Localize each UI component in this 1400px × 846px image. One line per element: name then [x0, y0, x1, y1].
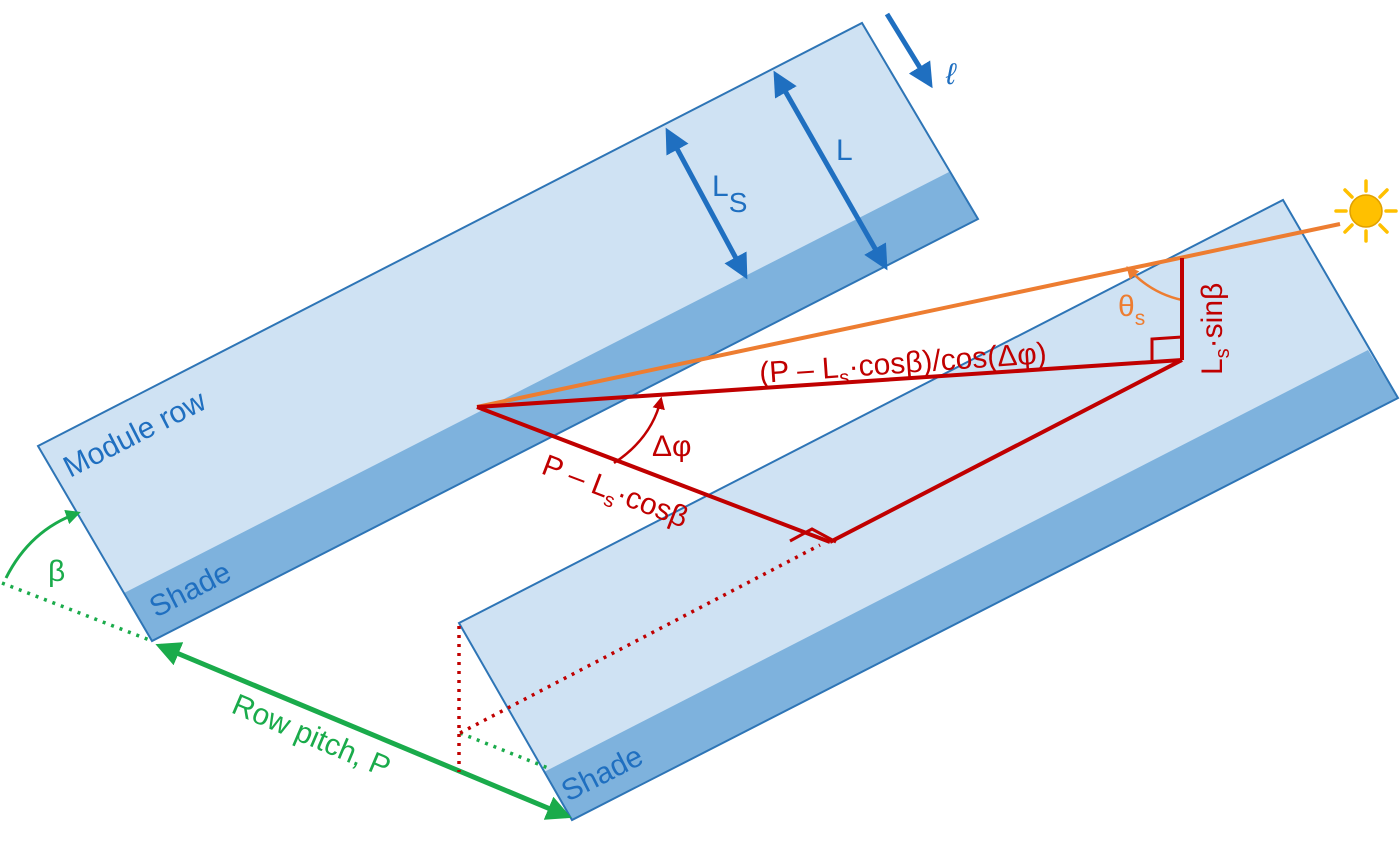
vert-suffix: ·sinβ: [1196, 283, 1229, 349]
hyp-sub: s: [839, 367, 851, 390]
beta-angle-arc: [4, 509, 81, 579]
theta-main: θ: [1118, 290, 1135, 323]
theta-label: θs: [1118, 290, 1145, 330]
lower-shade-band: [544, 350, 1398, 820]
ell-label: ℓ: [945, 58, 957, 91]
base-leg: [476, 405, 831, 544]
module-length-arrow: [773, 70, 888, 271]
delta-phi-angle-arc: [613, 396, 665, 465]
upper-module-outline: [36, 21, 980, 643]
row-pitch-arrow: [155, 642, 572, 820]
right-angle-marker-lower: [789, 527, 837, 544]
hyp-prefix: (P – L: [758, 352, 840, 390]
shade-length-main: L: [712, 170, 729, 203]
lower-ground-dotted: [459, 731, 549, 770]
sun-icon: [1334, 179, 1398, 243]
vert-sub: s: [1212, 348, 1234, 358]
sun-ray: [476, 222, 1341, 409]
delta-phi-label: Δφ: [652, 430, 692, 463]
shade-length-sub: S: [729, 187, 748, 218]
module-length-label: L: [836, 134, 853, 167]
upper-shade-band: [124, 172, 978, 641]
vertical-leg-label: Ls·sinβ: [1196, 283, 1234, 375]
lower-module-panel: [459, 200, 1398, 820]
theta-angle-arc: [1126, 266, 1183, 302]
vert-prefix: L: [1196, 358, 1229, 375]
hypotenuse: [476, 358, 1183, 409]
shade-length-arrow: [665, 127, 748, 280]
ell-direction-arrow: [884, 12, 933, 89]
beta-label: β: [48, 555, 65, 588]
module-length-text: L: [836, 134, 853, 167]
theta-sub: s: [1135, 307, 1146, 330]
perpendicular-leg: [829, 358, 1183, 544]
shade-length-label: LS: [712, 170, 747, 218]
right-angle-marker-upper: [1150, 335, 1183, 362]
